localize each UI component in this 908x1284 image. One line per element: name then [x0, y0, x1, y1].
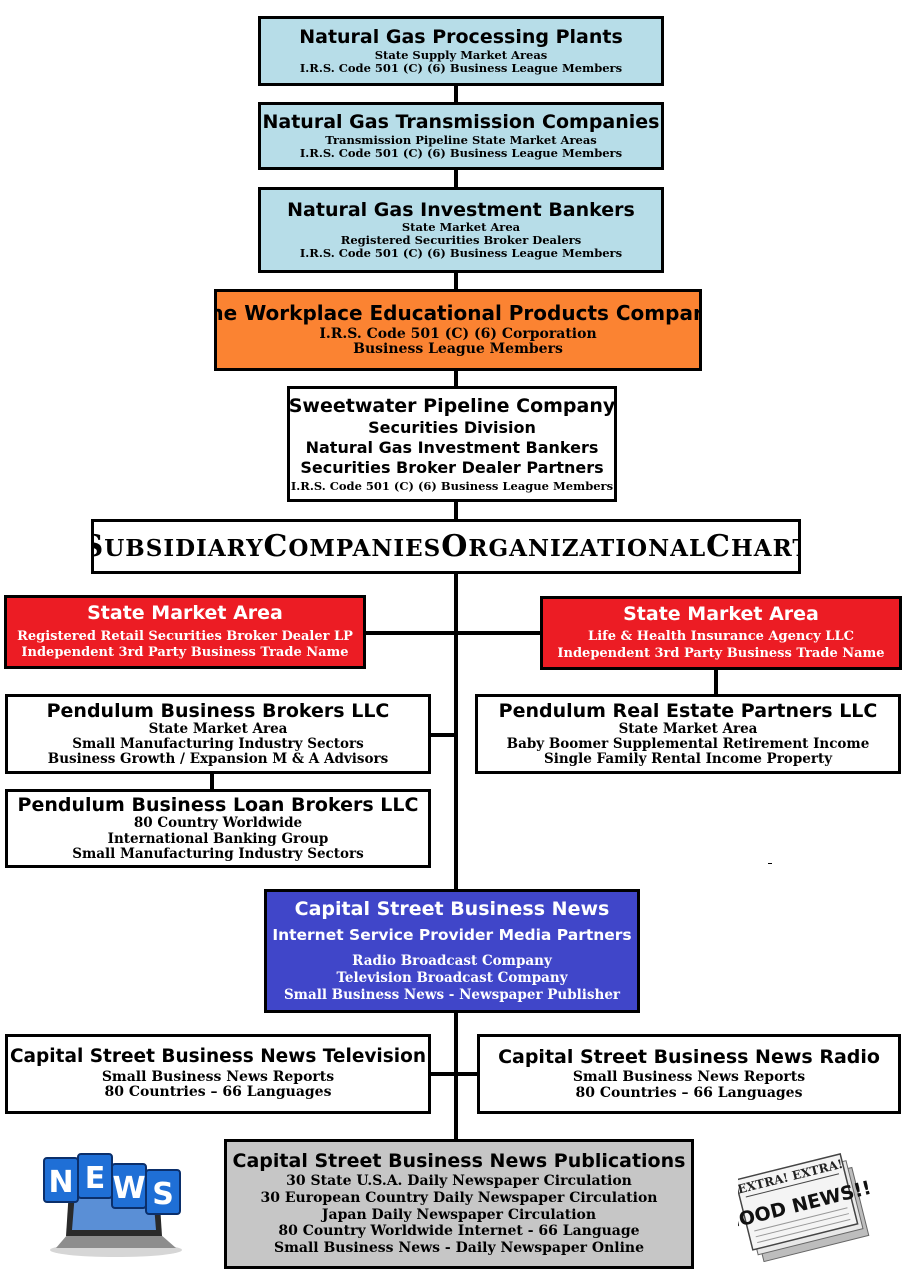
- box-line: State Market Area: [148, 720, 288, 737]
- box-line: Small Business News - Newspaper Publishe…: [283, 986, 621, 1003]
- box-line: I.R.S. Code 501 (C) (6) Corporation: [319, 325, 597, 342]
- spine-bottom: [454, 1010, 458, 1145]
- capital-news-television-box: Capital Street Business News Television …: [5, 1034, 431, 1114]
- box-line: Baby Boomer Supplemental Retirement Inco…: [506, 736, 870, 753]
- box-line: Independent 3rd Party Business Trade Nam…: [21, 645, 349, 661]
- box-subtitle: Internet Service Provider Media Partners: [272, 926, 632, 945]
- news-letter-n: N: [48, 1165, 73, 1200]
- workplace-company-box: The Workplace Educational Products Compa…: [214, 289, 702, 371]
- box-line: Business Growth / Expansion M & A Adviso…: [47, 751, 389, 768]
- box-line: Transmission Pipeline State Market Areas: [325, 132, 597, 147]
- connector-right-drop: [714, 667, 718, 695]
- box-line: Radio Broadcast Company: [352, 952, 552, 969]
- box-line: I.R.S. Code 501 (C) (6) Business League …: [299, 246, 623, 261]
- capital-news-radio-box: Capital Street Business News Radio Small…: [477, 1034, 901, 1114]
- box-line: Registered Retail Securities Broker Deal…: [17, 628, 353, 644]
- title-word: Subsidiary: [94, 529, 264, 564]
- box-line: I.R.S. Code 501 (C) (6) Business League …: [299, 145, 623, 160]
- box-title: Pendulum Business Brokers LLC: [46, 699, 390, 722]
- capital-street-news-box: Capital Street Business News Internet Se…: [264, 889, 640, 1013]
- box-line: Small Manufacturing Industry Sectors: [72, 845, 364, 862]
- state-market-right-box: State Market Area Life & Health Insuranc…: [540, 596, 902, 670]
- box-title: Sweetwater Pipeline Company: [288, 394, 616, 417]
- pendulum-business-brokers-box: Pendulum Business Brokers LLC State Mark…: [5, 694, 431, 774]
- box-title: Pendulum Real Estate Partners LLC: [498, 699, 878, 722]
- box-line: Single Family Rental Income Property: [543, 751, 833, 768]
- title-word: Companies: [264, 529, 442, 564]
- box-line: Small Business News - Daily Newspaper On…: [273, 1240, 645, 1257]
- box-title: State Market Area: [87, 602, 283, 625]
- box-line: 80 Country Worldwide: [133, 815, 303, 832]
- connector-left-vertical: [210, 770, 214, 792]
- title-rest: rganizational: [468, 535, 707, 562]
- box-title: Capital Street Business News Radio: [498, 1045, 880, 1068]
- transmission-companies-box: Natural Gas Transmission Companies Trans…: [258, 102, 664, 170]
- chart-title-box: Subsidiary Companies Organizational Char…: [91, 519, 801, 574]
- title-initial: O: [441, 529, 469, 564]
- box-title: Natural Gas Processing Plants: [299, 26, 623, 49]
- news-letter-w: W: [112, 1171, 145, 1206]
- box-line: Small Manufacturing Industry Sectors: [72, 736, 364, 753]
- box-line: 30 State U.S.A. Daily Newspaper Circulat…: [286, 1173, 632, 1190]
- title-initial: C: [263, 529, 289, 564]
- box-line: I.R.S. Code 501 (C) (6) Business League …: [299, 60, 623, 75]
- box-line: Business League Members: [353, 341, 563, 358]
- connector-brokers: [428, 733, 456, 737]
- box-line: 30 European Country Daily Newspaper Circ…: [260, 1190, 658, 1207]
- title-rest: ompanies: [288, 535, 442, 562]
- box-line: Small Business News Reports: [572, 1068, 806, 1085]
- box-line: State Market Area: [618, 720, 758, 737]
- title-initial: C: [706, 529, 732, 564]
- pendulum-loan-brokers-box: Pendulum Business Loan Brokers LLC 80 Co…: [5, 789, 431, 868]
- state-market-left-box: State Market Area Registered Retail Secu…: [4, 595, 366, 669]
- box-title: Natural Gas Transmission Companies: [262, 111, 660, 134]
- box-line: Securities Division: [368, 417, 536, 437]
- box-line: 80 Country Worldwide Internet - 66 Langu…: [278, 1223, 640, 1240]
- stray-dash: [768, 863, 772, 864]
- processing-plants-box: Natural Gas Processing Plants State Supp…: [258, 16, 664, 86]
- box-line: 80 Countries – 66 Languages: [104, 1084, 332, 1101]
- box-line: Small Business News Reports: [101, 1068, 335, 1085]
- pendulum-real-estate-box: Pendulum Real Estate Partners LLC State …: [475, 694, 901, 774]
- box-line: Securities Broker Dealer Partners: [300, 457, 604, 477]
- title-rest: hart: [731, 535, 798, 562]
- box-title: Natural Gas Investment Bankers: [287, 199, 635, 222]
- box-line: 80 Countries – 66 Languages: [575, 1084, 803, 1101]
- box-line: State Market Area: [401, 220, 521, 235]
- box-title: The Workplace Educational Products Compa…: [214, 301, 702, 326]
- title-initial: S: [94, 529, 104, 564]
- connector-media: [428, 1072, 480, 1076]
- box-footer: I.R.S. Code 501 (C) (6) Business League …: [290, 478, 614, 493]
- capital-news-publications-box: Capital Street Business News Publication…: [224, 1139, 694, 1269]
- news-tablet-illustration: N E W S: [43, 1153, 182, 1257]
- box-line: Natural Gas Investment Bankers: [305, 437, 599, 457]
- box-title: Capital Street Business News Publication…: [232, 1150, 686, 1173]
- box-line: State Supply Market Areas: [374, 47, 548, 62]
- box-line: International Banking Group: [107, 830, 329, 847]
- title-word: Organizational: [441, 529, 706, 564]
- newspaper-illustration: EXTRA! EXTRA! GOOD NEWS!!: [738, 1152, 873, 1262]
- box-title: Pendulum Business Loan Brokers LLC: [17, 794, 419, 817]
- box-line: Japan Daily Newspaper Circulation: [321, 1206, 597, 1223]
- news-letter-s: S: [152, 1177, 174, 1212]
- box-line: Television Broadcast Company: [336, 969, 568, 986]
- box-line: Registered Securities Broker Dealers: [340, 233, 582, 248]
- title-rest: ubsidiary: [104, 535, 264, 562]
- box-title: Capital Street Business News Television: [9, 1045, 427, 1067]
- box-line: Independent 3rd Party Business Trade Nam…: [557, 646, 885, 662]
- box-title: Capital Street Business News: [294, 898, 610, 921]
- connector-state: [362, 631, 542, 635]
- sweetwater-pipeline-box: Sweetwater Pipeline Company Securities D…: [287, 386, 617, 502]
- investment-bankers-box: Natural Gas Investment Bankers State Mar…: [258, 187, 664, 273]
- box-line: Life & Health Insurance Agency LLC: [588, 628, 854, 644]
- box-title: State Market Area: [623, 603, 819, 626]
- spine-main: [454, 570, 458, 895]
- news-letter-e: E: [85, 1161, 106, 1196]
- title-word: Chart: [706, 529, 798, 564]
